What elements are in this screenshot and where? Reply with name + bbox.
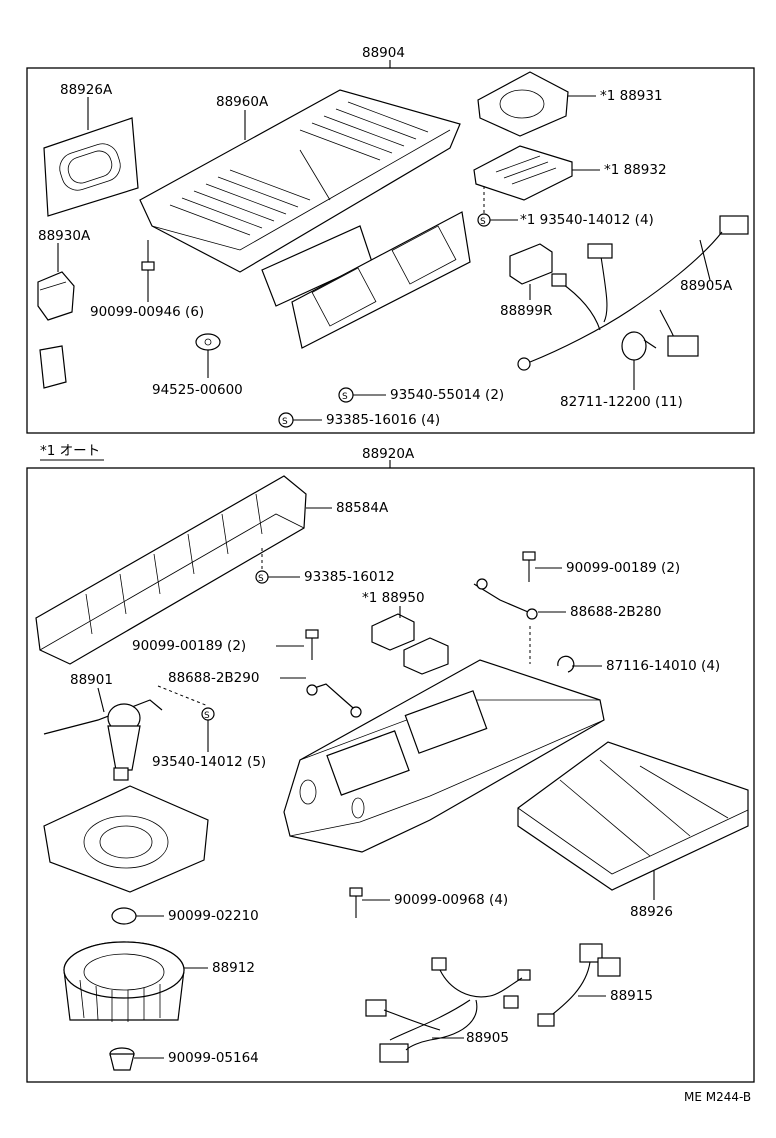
- label-88901: 88901: [70, 672, 113, 688]
- part-87116-14010: [557, 655, 575, 673]
- label-88688-2b280: 88688-2B280: [570, 604, 661, 620]
- part-88926: [517, 741, 749, 891]
- label-88960a: 88960A: [216, 94, 269, 110]
- label-88904: 88904: [362, 45, 405, 61]
- part-88905a: [517, 215, 749, 371]
- part-gasket: [261, 211, 471, 349]
- part-88960a: [139, 89, 461, 273]
- svg-text:S: S: [480, 217, 486, 227]
- part-90099-00189-left: [305, 629, 319, 660]
- label-90099-00189-right: 90099-00189 (2): [566, 560, 680, 576]
- part-88899r: [509, 243, 553, 285]
- part-88931: [477, 71, 569, 137]
- part-88912: [63, 941, 185, 1022]
- part-88915: [537, 943, 621, 1027]
- lower-section: *1 オート 88920A 88584A S 93385-16012: [26, 443, 755, 1083]
- option-note: *1 オート: [40, 443, 100, 459]
- label-90099-02210: 90099-02210: [168, 908, 259, 924]
- part-88905: [365, 957, 531, 1063]
- label-88950: *1 88950: [362, 590, 425, 606]
- label-88915: 88915: [610, 988, 653, 1004]
- label-88905a: 88905A: [680, 278, 733, 294]
- part-90099-05164: [109, 1047, 135, 1071]
- part-82711-12200: [621, 331, 657, 361]
- label-90099-00189-left: 90099-00189 (2): [132, 638, 246, 654]
- label-88931: *1 88931: [600, 88, 663, 104]
- label-87116-14010: 87116-14010 (4): [606, 658, 720, 674]
- part-heater-case: [283, 659, 605, 853]
- part-88932: [473, 145, 573, 201]
- part-90099-00189-right: [522, 551, 536, 582]
- label-88930a: 88930A: [38, 228, 91, 244]
- svg-text:S: S: [204, 711, 210, 721]
- label-88688-2b290: 88688-2B290: [168, 670, 259, 686]
- part-88688-2b280: [473, 578, 538, 620]
- label-90099-05164: 90099-05164: [168, 1050, 259, 1066]
- part-88926a: [43, 117, 139, 217]
- label-88932: *1 88932: [604, 162, 667, 178]
- label-88905: 88905: [466, 1030, 509, 1046]
- label-93540-14012-5: 93540-14012 (5): [152, 754, 266, 770]
- label-94525-00600: 94525-00600: [152, 382, 243, 398]
- part-88930a: [37, 271, 75, 389]
- label-93540-14012-4: *1 93540-14012 (4): [520, 212, 654, 228]
- part-88688-2b290: [306, 683, 362, 718]
- part-88950: [371, 613, 449, 675]
- part-90099-00968: [349, 887, 363, 918]
- part-90099-02210: [111, 907, 137, 925]
- label-88920a: 88920A: [362, 446, 415, 462]
- svg-text:S: S: [258, 574, 264, 584]
- label-88912: 88912: [212, 960, 255, 976]
- label-82711-12200: 82711-12200 (11): [560, 394, 683, 410]
- label-88926a: 88926A: [60, 82, 113, 98]
- part-88901: [43, 699, 163, 781]
- part-90099-00946: [141, 240, 155, 271]
- svg-text:S: S: [342, 392, 348, 402]
- label-93385-16016: 93385-16016 (4): [326, 412, 440, 428]
- drawing-code: ME M244-B: [684, 1090, 751, 1104]
- label-93540-55014: 93540-55014 (2): [390, 387, 504, 403]
- part-94525-00600: [195, 333, 221, 351]
- label-93385-16012: 93385-16012: [304, 569, 395, 585]
- label-88926: 88926: [630, 904, 673, 920]
- label-88899r: 88899R: [500, 303, 552, 319]
- upper-section: 88904 88926A 88960A: [26, 45, 755, 434]
- part-88584a: [35, 475, 307, 665]
- svg-text:S: S: [282, 417, 288, 427]
- label-90099-00968: 90099-00968 (4): [394, 892, 508, 908]
- part-blower-plate: [43, 785, 209, 893]
- label-90099-00946: 90099-00946 (6): [90, 304, 204, 320]
- label-88584a: 88584A: [336, 500, 389, 516]
